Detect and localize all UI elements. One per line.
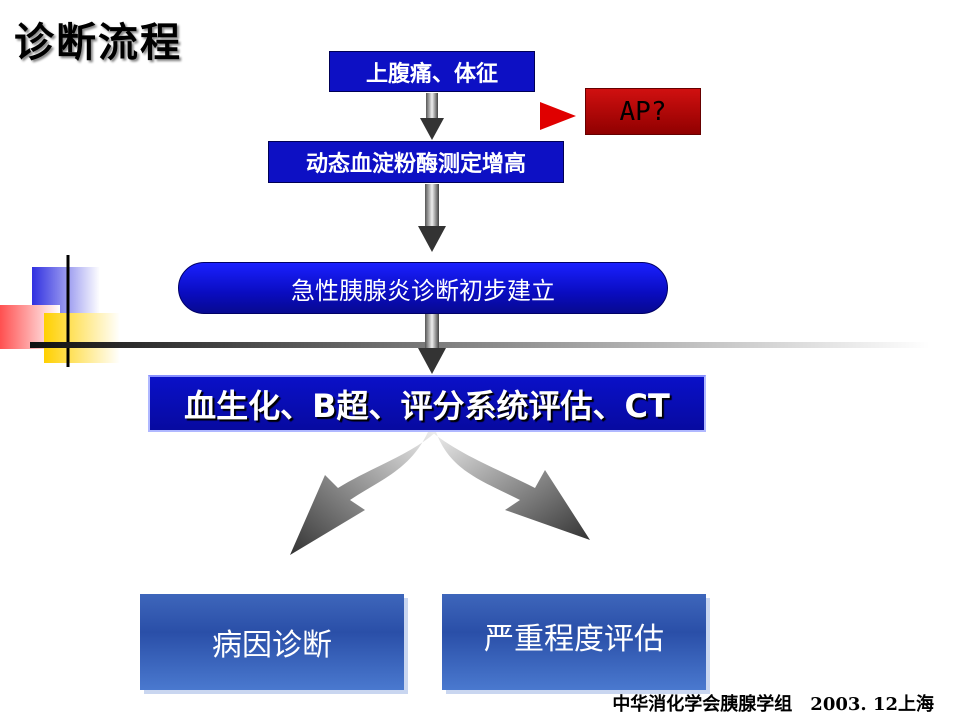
footer-credit: 中华消化学会胰腺学组 2003. 12上海 <box>612 694 934 715</box>
down-arrow-2 <box>418 184 446 252</box>
step-symptoms: 上腹痛、体征 <box>329 51 535 92</box>
alert-ap-box: AP? <box>585 88 701 135</box>
red-pointer-icon <box>540 102 576 130</box>
step-amylase: 动态血淀粉酶测定增高 <box>268 141 564 183</box>
step-initial-diagnosis: 急性胰腺炎诊断初步建立 <box>178 262 668 314</box>
horizontal-rule <box>30 342 930 348</box>
step-evaluation: 血生化、B超、评分系统评估、CT <box>148 375 706 432</box>
page-title: 诊断流程 <box>14 20 182 66</box>
curved-arrow-left <box>290 432 436 555</box>
branch-etiology: 病因诊断 <box>140 594 404 690</box>
decorative-squares <box>0 255 120 367</box>
down-arrow-3 <box>418 314 446 374</box>
branch-severity: 严重程度评估 <box>442 594 706 690</box>
curved-arrow-right <box>432 432 590 540</box>
down-arrow-1 <box>420 93 444 140</box>
